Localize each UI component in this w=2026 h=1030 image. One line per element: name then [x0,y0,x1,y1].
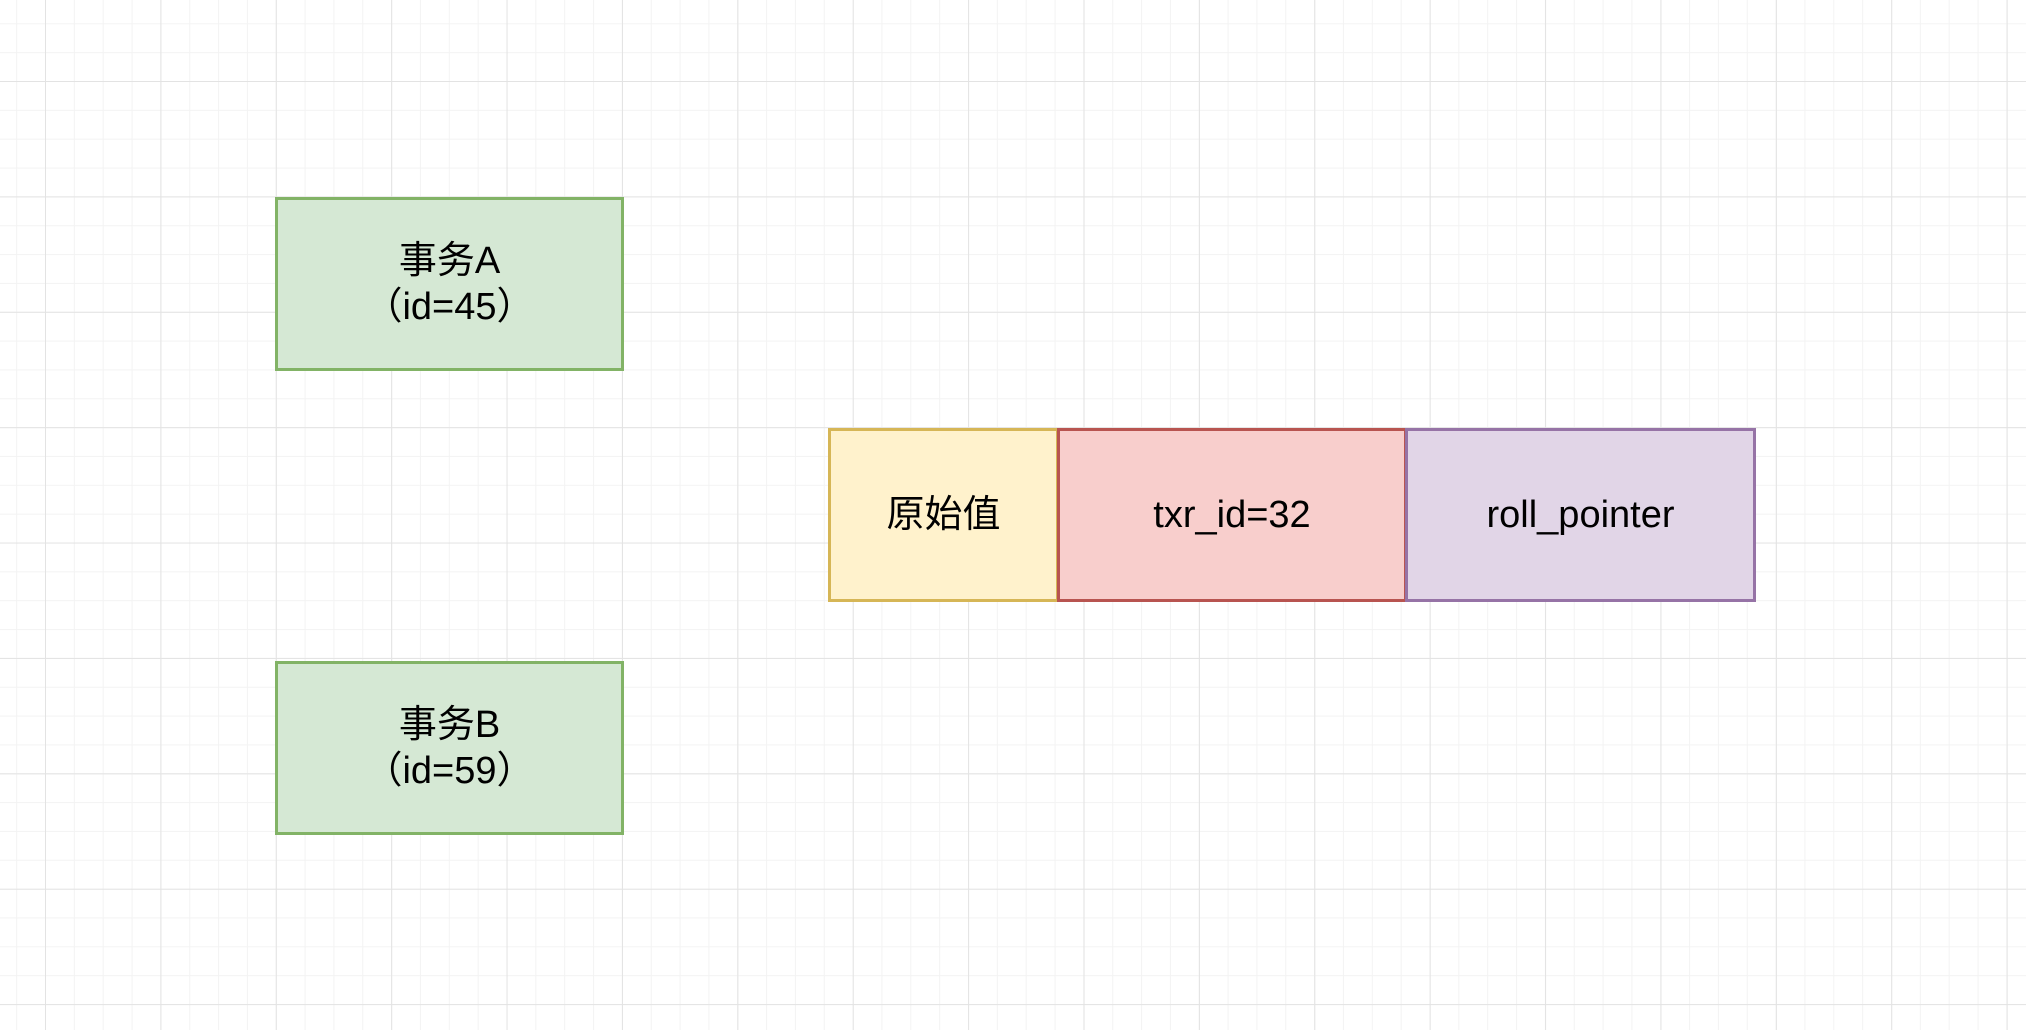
node-txr-id[interactable]: txr_id=32 [1057,428,1407,602]
node-transaction-b[interactable]: 事务B （id=59） [275,661,624,835]
node-transaction-a-label-line2: （id=45） [364,286,535,328]
node-transaction-a-label-line1: 事务A [398,239,501,282]
node-original-value[interactable]: 原始值 [828,428,1059,602]
node-transaction-b-label-line2: （id=59） [364,750,535,792]
node-roll-pointer-label: roll_pointer [1486,493,1675,536]
node-transaction-b-label-line1: 事务B [398,703,501,746]
node-transaction-a[interactable]: 事务A （id=45） [275,197,624,371]
node-txr-id-label: txr_id=32 [1153,493,1311,536]
node-original-value-label: 原始值 [886,493,1001,536]
node-roll-pointer[interactable]: roll_pointer [1405,428,1756,602]
